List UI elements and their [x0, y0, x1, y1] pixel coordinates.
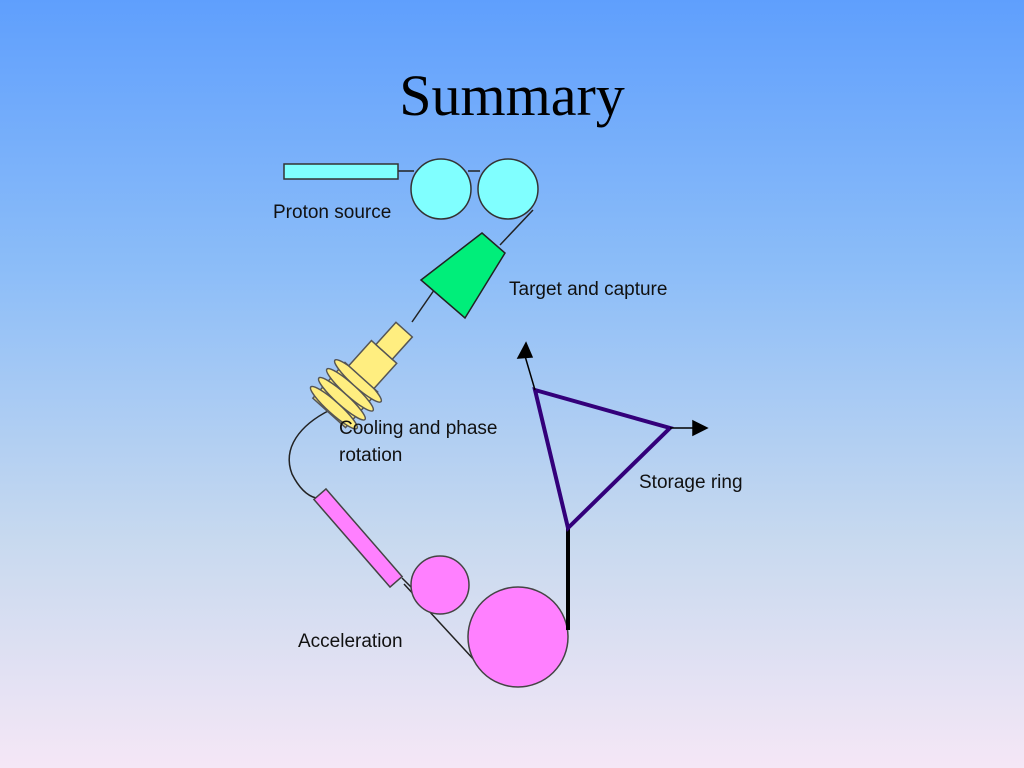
- slide-title: Summary: [399, 63, 625, 128]
- storage-ring: [532, 387, 674, 532]
- arrow-right-icon: [692, 419, 709, 437]
- label-acceleration: Acceleration: [298, 631, 403, 652]
- label-target-capture: Target and capture: [509, 279, 668, 300]
- proton-source: [283, 158, 539, 220]
- arrow-up-icon: [516, 341, 534, 359]
- neutrino-beams: [516, 341, 709, 437]
- acceleration: [312, 487, 569, 688]
- proton-source-ring-2: [477, 158, 539, 220]
- label-cooling-line-2: rotation: [339, 445, 403, 466]
- label-cooling-line-1: Cooling and phase: [339, 418, 498, 439]
- proton-source-linac: [283, 163, 399, 180]
- target-capture-horn: [419, 232, 506, 320]
- cooling-channel: [309, 321, 414, 430]
- acceleration-ring-small: [410, 555, 470, 615]
- label-proton-source: Proton source: [273, 202, 392, 223]
- acceleration-ring-large: [467, 586, 569, 688]
- label-storage-ring: Storage ring: [639, 472, 743, 493]
- proton-source-ring-1: [410, 158, 472, 220]
